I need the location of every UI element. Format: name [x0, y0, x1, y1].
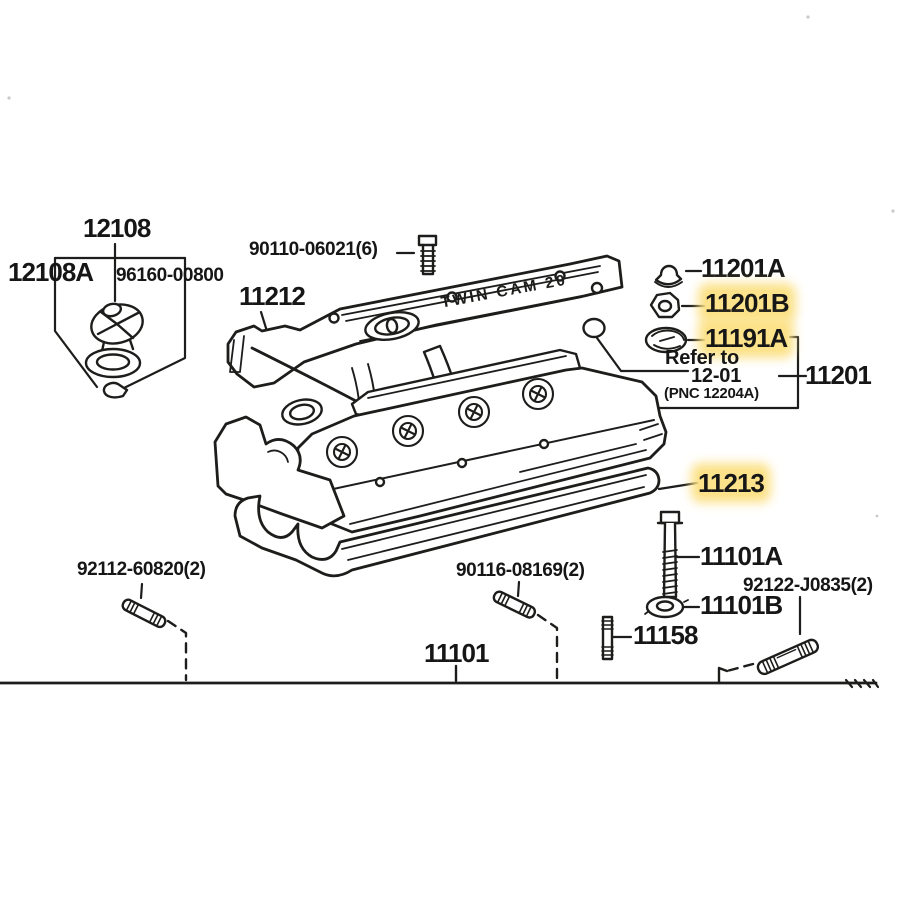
label-11212: 11212	[239, 281, 306, 311]
cylinder-head-cover	[213, 317, 668, 534]
label-92122-j0835: 92122-J0835(2)	[743, 575, 873, 596]
label-11201a: 11201A	[701, 253, 786, 283]
long-bolt-icon	[656, 510, 684, 599]
toyota-emblem-icon	[364, 311, 420, 341]
valve-cover-plate	[226, 254, 624, 440]
stud-icon-90116	[492, 590, 537, 619]
hex-nut-icon	[649, 291, 681, 319]
label-11101: 11101	[424, 638, 489, 668]
label-11201b: 11201B	[705, 288, 790, 318]
seal-washer-icon	[644, 326, 688, 354]
label-11101a: 11101A	[700, 541, 783, 571]
label-96160-00800: 96160-00800	[116, 265, 224, 286]
leader-corner	[717, 666, 729, 685]
label-12108: 12108	[83, 213, 151, 243]
label-92112-60820: 92112-60820(2)	[77, 559, 206, 580]
label-90110-06021: 90110-06021(6)	[249, 239, 378, 260]
scan-speckles	[7, 15, 895, 518]
label-refer-to: Refer to	[665, 347, 739, 369]
hex-bolt-icon	[417, 234, 438, 276]
stud-icon-92122	[756, 638, 820, 676]
label-12108a: 12108A	[8, 257, 94, 287]
label-11191a: 11191A	[705, 323, 788, 353]
label-90116-08169: 90116-08169(2)	[456, 560, 585, 581]
label-11213: 11213	[698, 468, 765, 498]
leader-lines	[53, 242, 808, 639]
grommet-icon	[654, 264, 683, 288]
flanged-washer-icon	[644, 595, 689, 619]
label-11101b: 11101B	[700, 590, 783, 620]
gasket-outline	[233, 466, 661, 578]
stud-icon-11158	[601, 615, 614, 661]
dashed-leaders	[166, 613, 755, 682]
label-11158: 11158	[633, 620, 698, 650]
grommet-hole	[582, 317, 606, 339]
label-11201: 11201	[805, 360, 872, 390]
label-refer-page: 12-01	[691, 365, 742, 387]
label-pnc: (PNC 12204A)	[664, 385, 759, 402]
cylinder-head-baseline	[0, 664, 880, 689]
stud-icon-92112	[121, 598, 167, 629]
oil-filler-cap-icon	[84, 302, 144, 399]
